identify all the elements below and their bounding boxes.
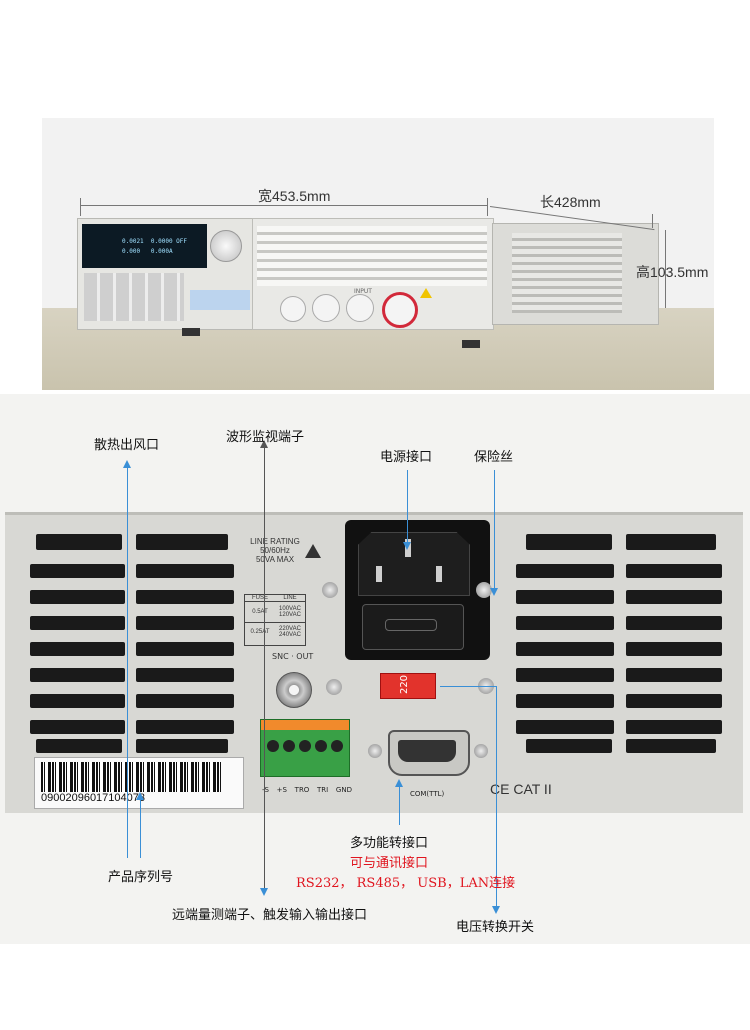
line-rating: LINE RATING 50/60Hz 50VA MAX [250, 537, 300, 564]
power-inlet-callout: 电源接口 [380, 450, 433, 465]
panel-screw-icon [326, 679, 342, 695]
terminal-knob-1 [280, 296, 306, 322]
vent-arrow [127, 468, 128, 858]
serial-callout: 产品序列号 [108, 870, 174, 885]
voltage-switch-callout: 电压转换开关 [456, 920, 535, 935]
terminal-knob-2 [312, 294, 340, 322]
barcode [41, 762, 221, 792]
inlet-socket [358, 532, 470, 596]
warning-icon [420, 288, 432, 298]
voltage-switch-arrow [496, 686, 497, 906]
terminal-knob-4 [382, 292, 418, 328]
width-label: 宽453.5mm [258, 188, 331, 204]
serial-sticker: 09002096017104073 [34, 757, 244, 809]
foot-right [462, 340, 480, 348]
fuse-callout: 保险丝 [474, 450, 514, 465]
rotary-knob [210, 230, 242, 262]
warning-triangle-icon [305, 544, 321, 558]
length-label: 长428mm [540, 194, 601, 210]
product-photo: 0.0021 0.0000 OFF 0.000 0.000A INPUT [42, 118, 714, 390]
lcd-display: 0.0021 0.0000 OFF 0.000 0.000A [82, 224, 207, 268]
multi-port-arrow [399, 787, 400, 825]
waveform-callout: 波形监视端子 [226, 430, 305, 445]
com-label: COM(TTL) [410, 790, 445, 798]
height-dimension-line [665, 230, 666, 308]
com-screw-right-icon [474, 744, 488, 758]
lcd-line-1: 0.0021 0.0000 OFF [122, 238, 188, 245]
width-dimension-line [80, 205, 488, 206]
voltage-switch-value: 220 [399, 674, 411, 695]
multi-port-callout-3: RS232， RS485， USB，LAN连接 [296, 876, 516, 891]
voltage-switch[interactable]: 220 [380, 673, 436, 699]
multi-port-callout-2: 可与通讯接口 [350, 856, 429, 871]
sense-label: SNC · OUT [272, 652, 314, 661]
terminal-block[interactable] [260, 719, 350, 777]
inlet-screw-right-icon [476, 582, 492, 598]
fuse-table: FUSE LINE 0.5AT 100VAC 120VAC 0.25AT 220… [244, 594, 306, 646]
vent-callout: 散热出风口 [94, 438, 160, 453]
fuse-arrow [494, 470, 495, 588]
height-label: 高103.5mm [636, 264, 709, 280]
foot-left [182, 328, 200, 336]
lcd-line-2: 0.000 0.000A [122, 248, 173, 255]
terminal-knob-3 [346, 294, 374, 322]
serial-number: 09002096017104073 [41, 792, 146, 804]
inlet-screw-left-icon [322, 582, 338, 598]
bnc-connector[interactable] [276, 672, 312, 708]
terminal-labels: -S +S TRO TRI GND [262, 786, 352, 794]
com-screw-left-icon [368, 744, 382, 758]
cert-label: CE CAT II [490, 781, 552, 797]
waveform-arrow [264, 448, 265, 888]
blue-panel [190, 290, 250, 310]
com-port[interactable] [388, 730, 470, 776]
rear-panel-photo: 09002096017104073 LINE RATING 50/60Hz 50… [0, 394, 750, 944]
multi-port-callout-1: 多功能转接口 [350, 836, 429, 851]
serial-arrow [140, 800, 141, 858]
power-inlet-arrow [407, 470, 408, 542]
fuse-drawer[interactable] [362, 604, 464, 650]
side-vents [512, 233, 622, 313]
keypad [84, 273, 184, 321]
top-vents [257, 226, 487, 286]
input-label: INPUT [354, 288, 372, 295]
remote-callout: 远端量测端子、触发输入输出接口 [172, 908, 368, 923]
